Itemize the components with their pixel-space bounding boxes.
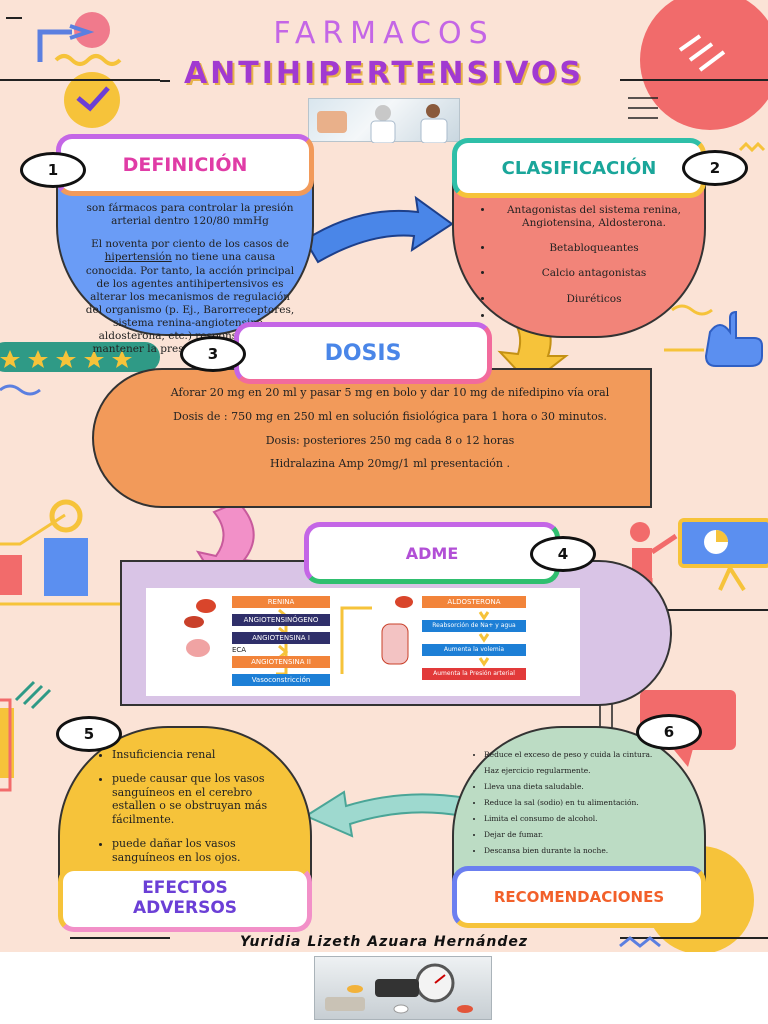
clasificacion-item-empty — [494, 310, 694, 320]
efectos-list: Insuficiencia renal puede causar que los… — [112, 748, 294, 864]
title-antihipertensivos: ANTIHIPERTENSIVOS — [183, 56, 585, 91]
raas-volemia: Aumenta la volemia — [422, 644, 526, 656]
recomendaciones-item: Haz ejercicio regularmente. — [484, 766, 698, 775]
efectos-label: EFECTOS ADVERSOS — [58, 866, 312, 932]
footer-photo — [314, 956, 492, 1020]
clasificacion-label: CLASIFICACIÓN — [452, 138, 706, 198]
recomendaciones-label: RECOMENDACIONES — [452, 866, 706, 928]
raas-diagram: RENINA ANGIOTENSINÓGENO ANGIOTENSINA I E… — [146, 588, 580, 696]
adme-label: ADME — [304, 522, 560, 584]
definicion-para1: son fármacos para controlar la presión a… — [86, 202, 294, 228]
efectos-item: puede dañar los vasos sanguíneos en los … — [112, 837, 294, 865]
yellow-circle-shape — [64, 72, 120, 128]
pink-circle-shape — [74, 12, 110, 48]
dosis-blob — [92, 368, 652, 508]
poster-canvas: FARMACOS ANTIHIPERTENSIVOS DEFINICIÓN 1 … — [0, 0, 768, 952]
raas-renina: RENINA — [232, 596, 330, 608]
bar-chart-shape — [0, 555, 22, 595]
dosis-line: Hidralazina Amp 20mg/1 ml presentación . — [270, 457, 510, 471]
raas-eca: ECA — [232, 646, 247, 654]
recomendaciones-item: Lleva una dieta saludable. — [484, 782, 698, 791]
clasificacion-item: Calcio antagonistas — [494, 267, 694, 280]
badge-number-2: 2 — [682, 150, 748, 186]
badge-number-5: 5 — [56, 716, 122, 752]
clasificacion-item: Diuréticos — [494, 293, 694, 306]
clasificacion-item: Betabloqueantes — [494, 242, 694, 255]
raas-angiotensina-ii: ANGIOTENSINA II — [232, 656, 330, 668]
definicion-label: DEFINICIÓN — [56, 134, 314, 196]
title-farmacos: FARMACOS — [273, 16, 495, 51]
raas-presion: Aumenta la Presión arterial — [422, 668, 526, 680]
badge-number-3: 3 — [180, 336, 246, 372]
clasificacion-item: Antagonistas del sistema renina, Angiote… — [494, 204, 694, 230]
lungs-icon — [186, 639, 210, 657]
kidney-right-icon — [395, 596, 413, 608]
author-name: Yuridia Lizeth Azuara Hernández — [239, 934, 529, 950]
efectos-item: puede causar que los vasos sanguíneos en… — [112, 772, 294, 827]
kidney-icon — [184, 616, 204, 628]
dosis-line: Dosis de : 750 mg en 250 ml en solución … — [173, 409, 607, 423]
recomendaciones-item: Limita el consumo de alcohol. — [484, 814, 698, 823]
dosis-label: DOSIS — [234, 322, 492, 384]
raas-angiotensina-i: ANGIOTENSINA I — [232, 632, 330, 644]
dosis-text: Aforar 20 mg en 20 ml y pasar 5 mg en bo… — [140, 386, 640, 471]
clasificacion-list: Antagonistas del sistema renina, Angiote… — [494, 204, 694, 320]
definicion-blob — [56, 176, 314, 336]
raas-vasoconstriccion: Vasoconstricción — [232, 674, 330, 686]
raas-angiotensinogeno: ANGIOTENSINÓGENO — [232, 614, 330, 626]
header-photo — [308, 98, 460, 144]
badge-number-1: 1 — [20, 152, 86, 188]
recomendaciones-item: Reduce el exceso de peso y cuida la cint… — [484, 750, 698, 759]
efectos-item: Insuficiencia renal — [112, 748, 294, 762]
recomendaciones-list: Reduce el exceso de peso y cuida la cint… — [484, 750, 698, 855]
yellow-zigzag-shape — [54, 54, 122, 66]
liver-icon — [196, 599, 216, 613]
dosis-line: Aforar 20 mg en 20 ml y pasar 5 mg en bo… — [170, 386, 610, 399]
raas-aldosterona: ALDOSTERONA — [422, 596, 526, 608]
arrow-definicion-clasificacion-icon — [303, 195, 454, 264]
checkmark-icon — [76, 86, 110, 112]
dosis-line: Dosis: posteriores 250 mg cada 8 o 12 ho… — [265, 433, 515, 447]
blue-corner-shape — [37, 29, 72, 62]
star-icons — [0, 350, 132, 368]
recomendaciones-item: Dejar de fumar. — [484, 830, 698, 839]
badge-number-4: 4 — [530, 536, 596, 572]
blood-vessel-icon — [381, 623, 409, 665]
arrow-recomendaciones-efectos-icon — [303, 790, 468, 838]
raas-reabsorcion: Reabsorción de Na+ y agua — [422, 620, 526, 632]
recomendaciones-item: Reduce la sal (sodio) en tu alimentación… — [484, 798, 698, 807]
pointing-hand-icon — [704, 310, 763, 367]
presenter-icon — [630, 522, 650, 542]
hipertension-link[interactable]: hipertensión — [104, 251, 172, 264]
recomendaciones-item: Descansa bien durante la noche. — [484, 846, 698, 855]
badge-number-6: 6 — [636, 714, 702, 750]
arrow-right-icon — [69, 24, 95, 40]
